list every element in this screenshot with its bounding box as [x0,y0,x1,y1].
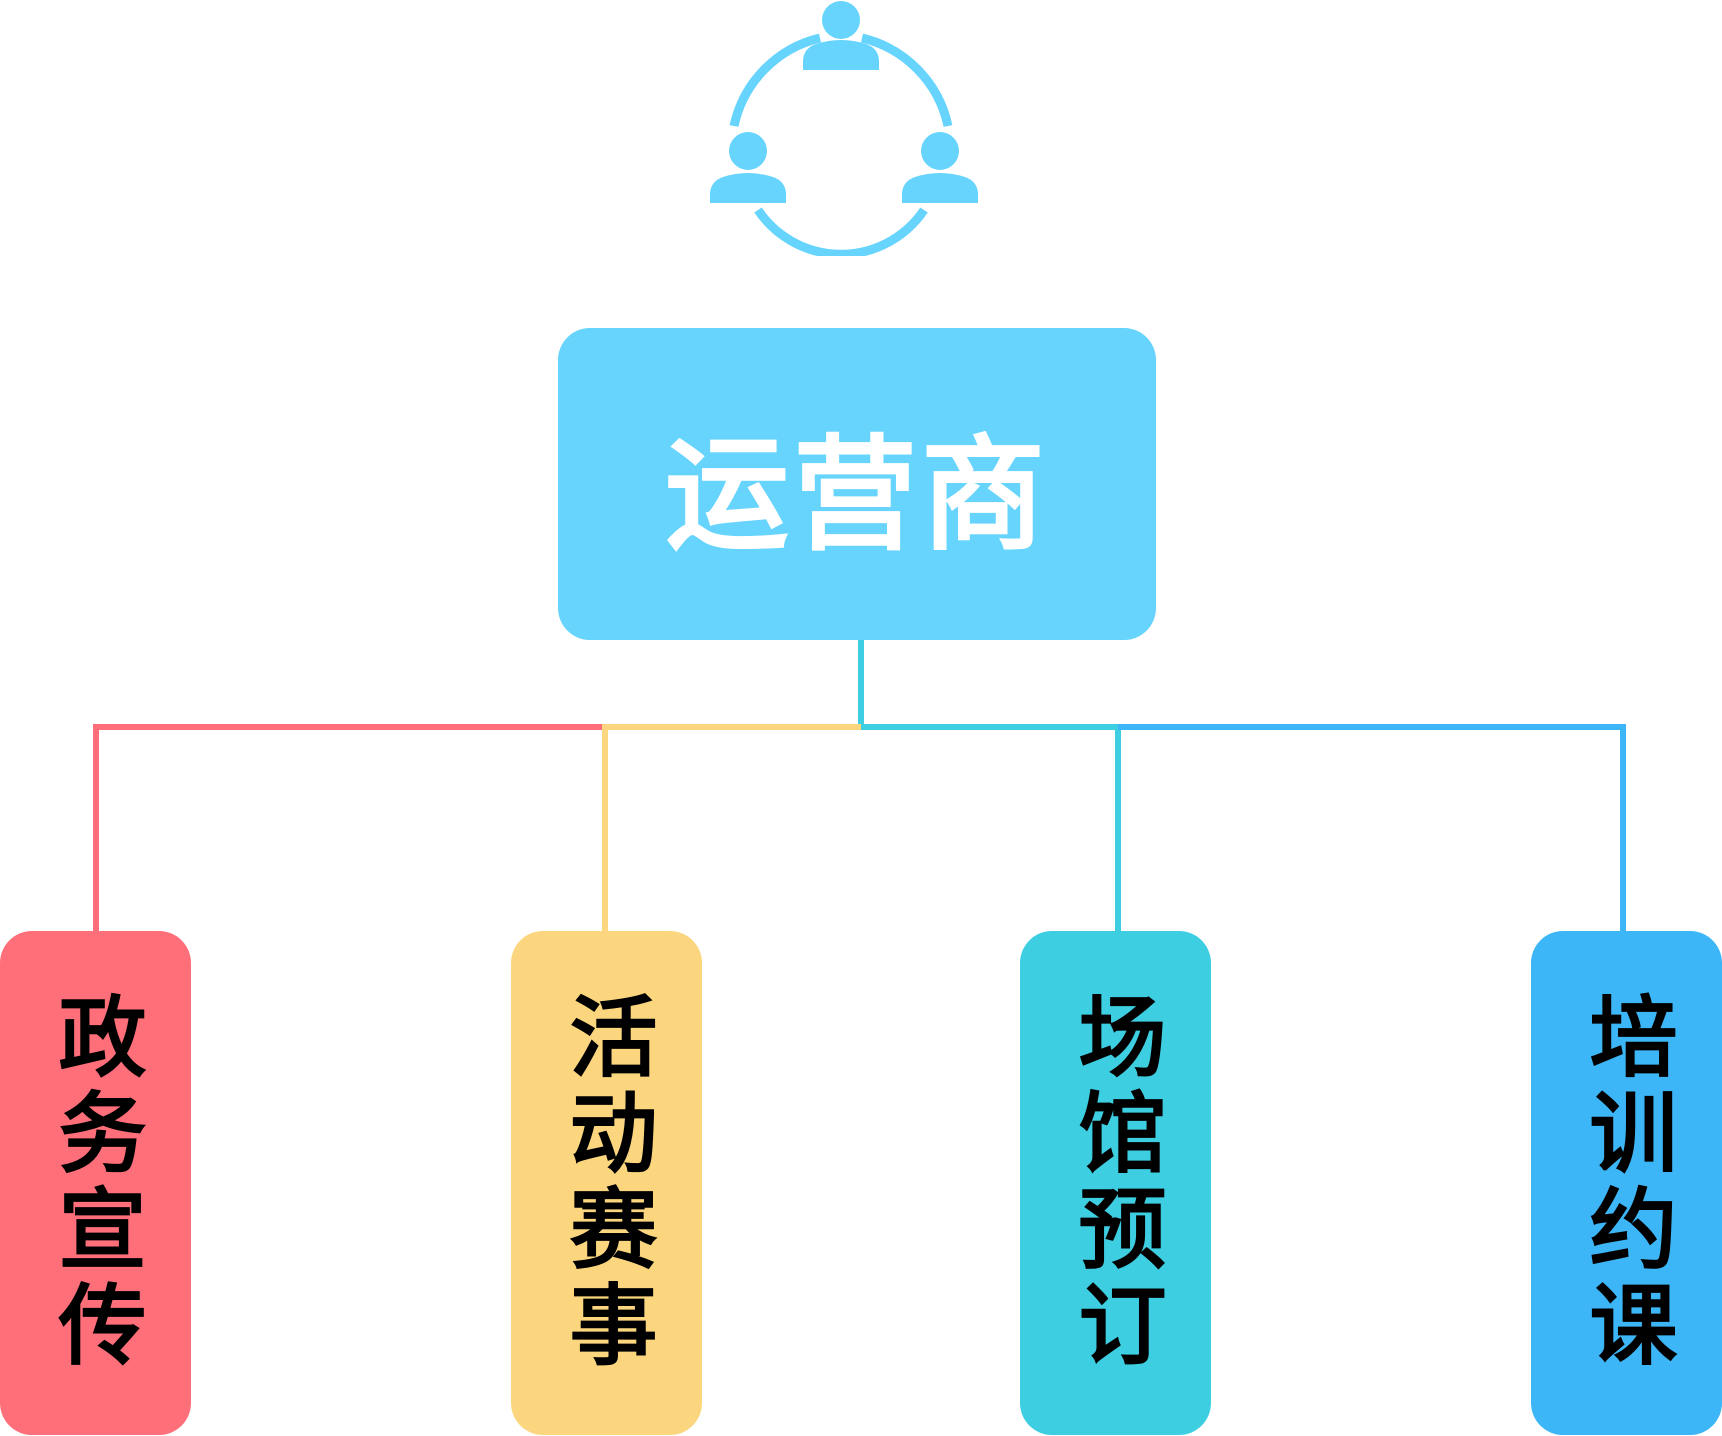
child-node-government-promotion: 政务宣传 [0,931,191,1435]
team-cycle-icon [710,1,978,256]
child-node-training-booking: 培训约课 [1531,931,1722,1435]
child-label: 政务宣传 [44,991,147,1375]
connector-3 [861,724,1121,931]
connector-2 [602,724,861,931]
connector-4 [1118,724,1626,931]
child-node-events: 活动赛事 [511,931,702,1435]
connector-1 [93,724,605,931]
child-label: 活动赛事 [555,991,658,1375]
child-node-venue-booking: 场馆预订 [1020,931,1211,1435]
child-label: 场馆预订 [1064,991,1167,1375]
root-label: 运营商 [664,424,1049,568]
root-node-operator: 运营商 [558,328,1156,640]
child-label: 培训约课 [1575,991,1678,1375]
